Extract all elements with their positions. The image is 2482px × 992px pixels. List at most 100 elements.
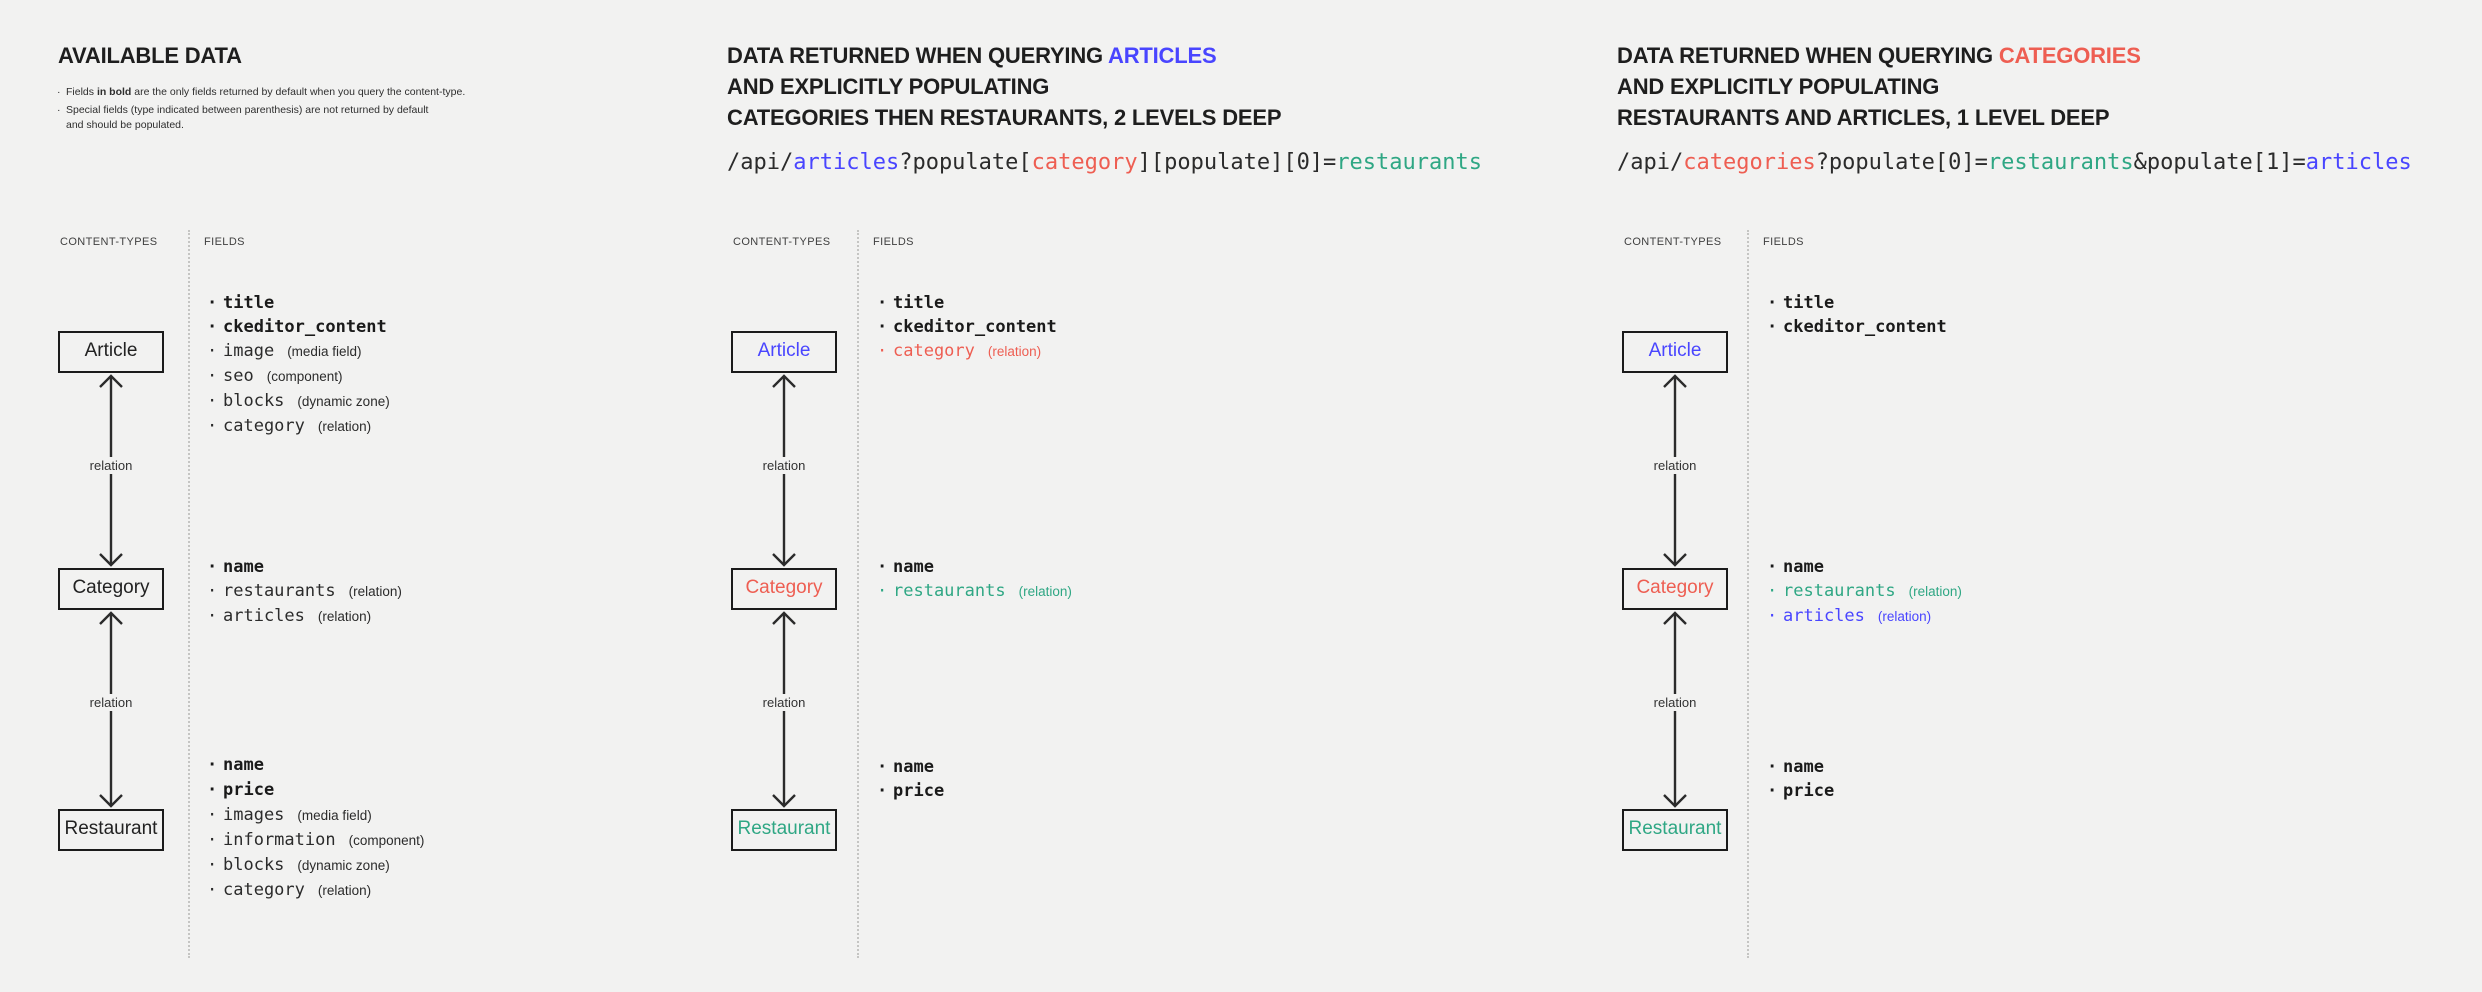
field-name: restaurants	[223, 581, 336, 601]
category-box-label: Category	[1636, 577, 1714, 598]
code-segment: restaurants	[1336, 150, 1483, 175]
note-bold-text: in bold	[96, 86, 132, 98]
field-item: category (relation)	[207, 878, 424, 903]
field-name: title	[893, 293, 945, 313]
field-name: ckeditor_content	[223, 317, 387, 337]
field-item: ckeditor_content	[877, 315, 1057, 339]
field-item: ckeditor_content	[207, 315, 390, 339]
code-segment: ?populate[0]=	[1815, 150, 1988, 175]
field-name: name	[1783, 557, 1824, 577]
field-item: restaurants (relation)	[207, 579, 402, 604]
code-segment: /api/	[727, 150, 794, 175]
column-divider	[857, 230, 859, 958]
category-box: Category	[58, 568, 164, 610]
field-type-annotation: (component)	[266, 369, 343, 384]
field-item: name	[1767, 755, 1834, 779]
relation-label: relation	[1649, 694, 1701, 711]
content-types-header: CONTENT-TYPES	[1624, 236, 1722, 248]
field-name: name	[223, 557, 264, 577]
article-box: Article	[58, 331, 164, 373]
restaurant-fields: name price images(media field) informati…	[207, 753, 425, 903]
field-name: name	[893, 557, 934, 577]
field-item: ckeditor_content	[1767, 315, 1947, 339]
note-text: Fields	[66, 86, 97, 98]
code-segment: categories	[1683, 150, 1816, 175]
notes-list: Fields in bold are the only fields retur…	[55, 85, 525, 136]
code-segment: &populate[1]=	[2133, 150, 2306, 175]
field-item: name	[877, 555, 1072, 579]
article-box: Article	[731, 331, 837, 373]
note-item: Special fields (type indicated between p…	[55, 103, 525, 133]
title-line: DATA RETURNED WHEN QUERYING ARTICLES	[727, 40, 1281, 71]
code-segment: category	[1031, 150, 1138, 175]
field-item: title	[877, 291, 1057, 315]
field-item: blocks (dynamic zone)	[207, 853, 424, 878]
field-item: image(media field)	[207, 339, 390, 364]
relation-label: relation	[85, 457, 137, 474]
field-name: title	[1783, 293, 1835, 313]
title-highlight: ARTICLES	[1108, 43, 1217, 68]
field-item: price	[877, 779, 945, 803]
article-box: Article	[1622, 331, 1728, 373]
field-name: restaurants	[1783, 581, 1896, 601]
code-segment: ][populate][0]=	[1137, 150, 1337, 175]
category-box-label: Category	[72, 577, 150, 598]
restaurant-fields: name price	[877, 755, 945, 803]
field-name: price	[1783, 781, 1835, 801]
field-item: category(relation)	[877, 339, 1057, 364]
field-name: seo	[223, 366, 254, 386]
field-name: category	[223, 880, 305, 900]
field-name: ckeditor_content	[893, 317, 1057, 337]
field-type-annotation: (relation)	[317, 883, 372, 898]
api-query-code: /api/categories?populate[0]=restaurants&…	[1617, 150, 2412, 176]
page-title: AVAILABLE DATA	[58, 43, 242, 68]
category-fields: name restaurants (relation) articles (rela…	[1767, 555, 1962, 629]
field-item: name	[1767, 555, 1962, 579]
title-line: RESTAURANTS AND ARTICLES, 1 LEVEL DEEP	[1617, 105, 2110, 130]
field-name: name	[893, 757, 934, 777]
field-name: articles	[1783, 606, 1865, 626]
field-type-annotation: (relation)	[1908, 584, 1962, 599]
field-name: blocks	[223, 855, 285, 875]
field-name: category	[223, 416, 305, 436]
field-type-annotation: (relation)	[317, 419, 372, 434]
field-item: articles(relation)	[207, 604, 402, 629]
field-type-annotation: (media field)	[287, 344, 362, 359]
title-line: DATA RETURNED WHEN QUERYING CATEGORIES	[1617, 40, 2141, 71]
title-line: AND EXPLICITLY POPULATING	[1617, 74, 1940, 99]
field-item: seo (component)	[207, 364, 390, 389]
field-type-annotation: (dynamic zone)	[297, 858, 390, 873]
restaurant-box: Restaurant	[731, 809, 837, 851]
field-name: price	[893, 781, 945, 801]
fields-header: FIELDS	[204, 236, 245, 248]
field-type-annotation: (dynamic zone)	[297, 394, 390, 409]
article-fields: title ckeditor_content image(media field…	[207, 291, 390, 439]
code-segment: ?populate[	[899, 150, 1032, 175]
fields-header: FIELDS	[873, 236, 914, 248]
field-item: information(component)	[207, 828, 425, 853]
relation-label: relation	[1649, 457, 1701, 474]
restaurant-box: Restaurant	[1622, 809, 1728, 851]
title-highlight: CATEGORIES	[1998, 43, 2141, 68]
restaurant-box-label: Restaurant	[1628, 818, 1722, 839]
note-text: are the only fields returned by default …	[131, 86, 466, 98]
panel-title: DATA RETURNED WHEN QUERYING ARTICLES AND…	[727, 40, 1282, 133]
field-item: price	[1767, 779, 1835, 803]
field-item: images(media field)	[207, 803, 424, 828]
title-line: AND EXPLICITLY POPULATING	[727, 74, 1050, 99]
content-types-header: CONTENT-TYPES	[60, 236, 158, 248]
restaurant-box-label: Restaurant	[737, 818, 831, 839]
code-segment: restaurants	[1987, 150, 2134, 175]
field-name: images	[223, 805, 285, 825]
field-item: restaurants (relation)	[1767, 579, 1962, 604]
code-segment: articles	[793, 150, 900, 175]
restaurant-fields: name price	[1767, 755, 1835, 803]
field-name: restaurants	[893, 581, 1006, 601]
panel-title: DATA RETURNED WHEN QUERYING CATEGORIES A…	[1617, 40, 2141, 133]
field-type-annotation: (relation)	[348, 584, 402, 599]
field-item: name	[207, 555, 402, 579]
field-type-annotation: (component)	[348, 833, 425, 848]
field-item: category (relation)	[207, 414, 390, 439]
article-fields: title ckeditor_content category(relation…	[877, 291, 1057, 364]
